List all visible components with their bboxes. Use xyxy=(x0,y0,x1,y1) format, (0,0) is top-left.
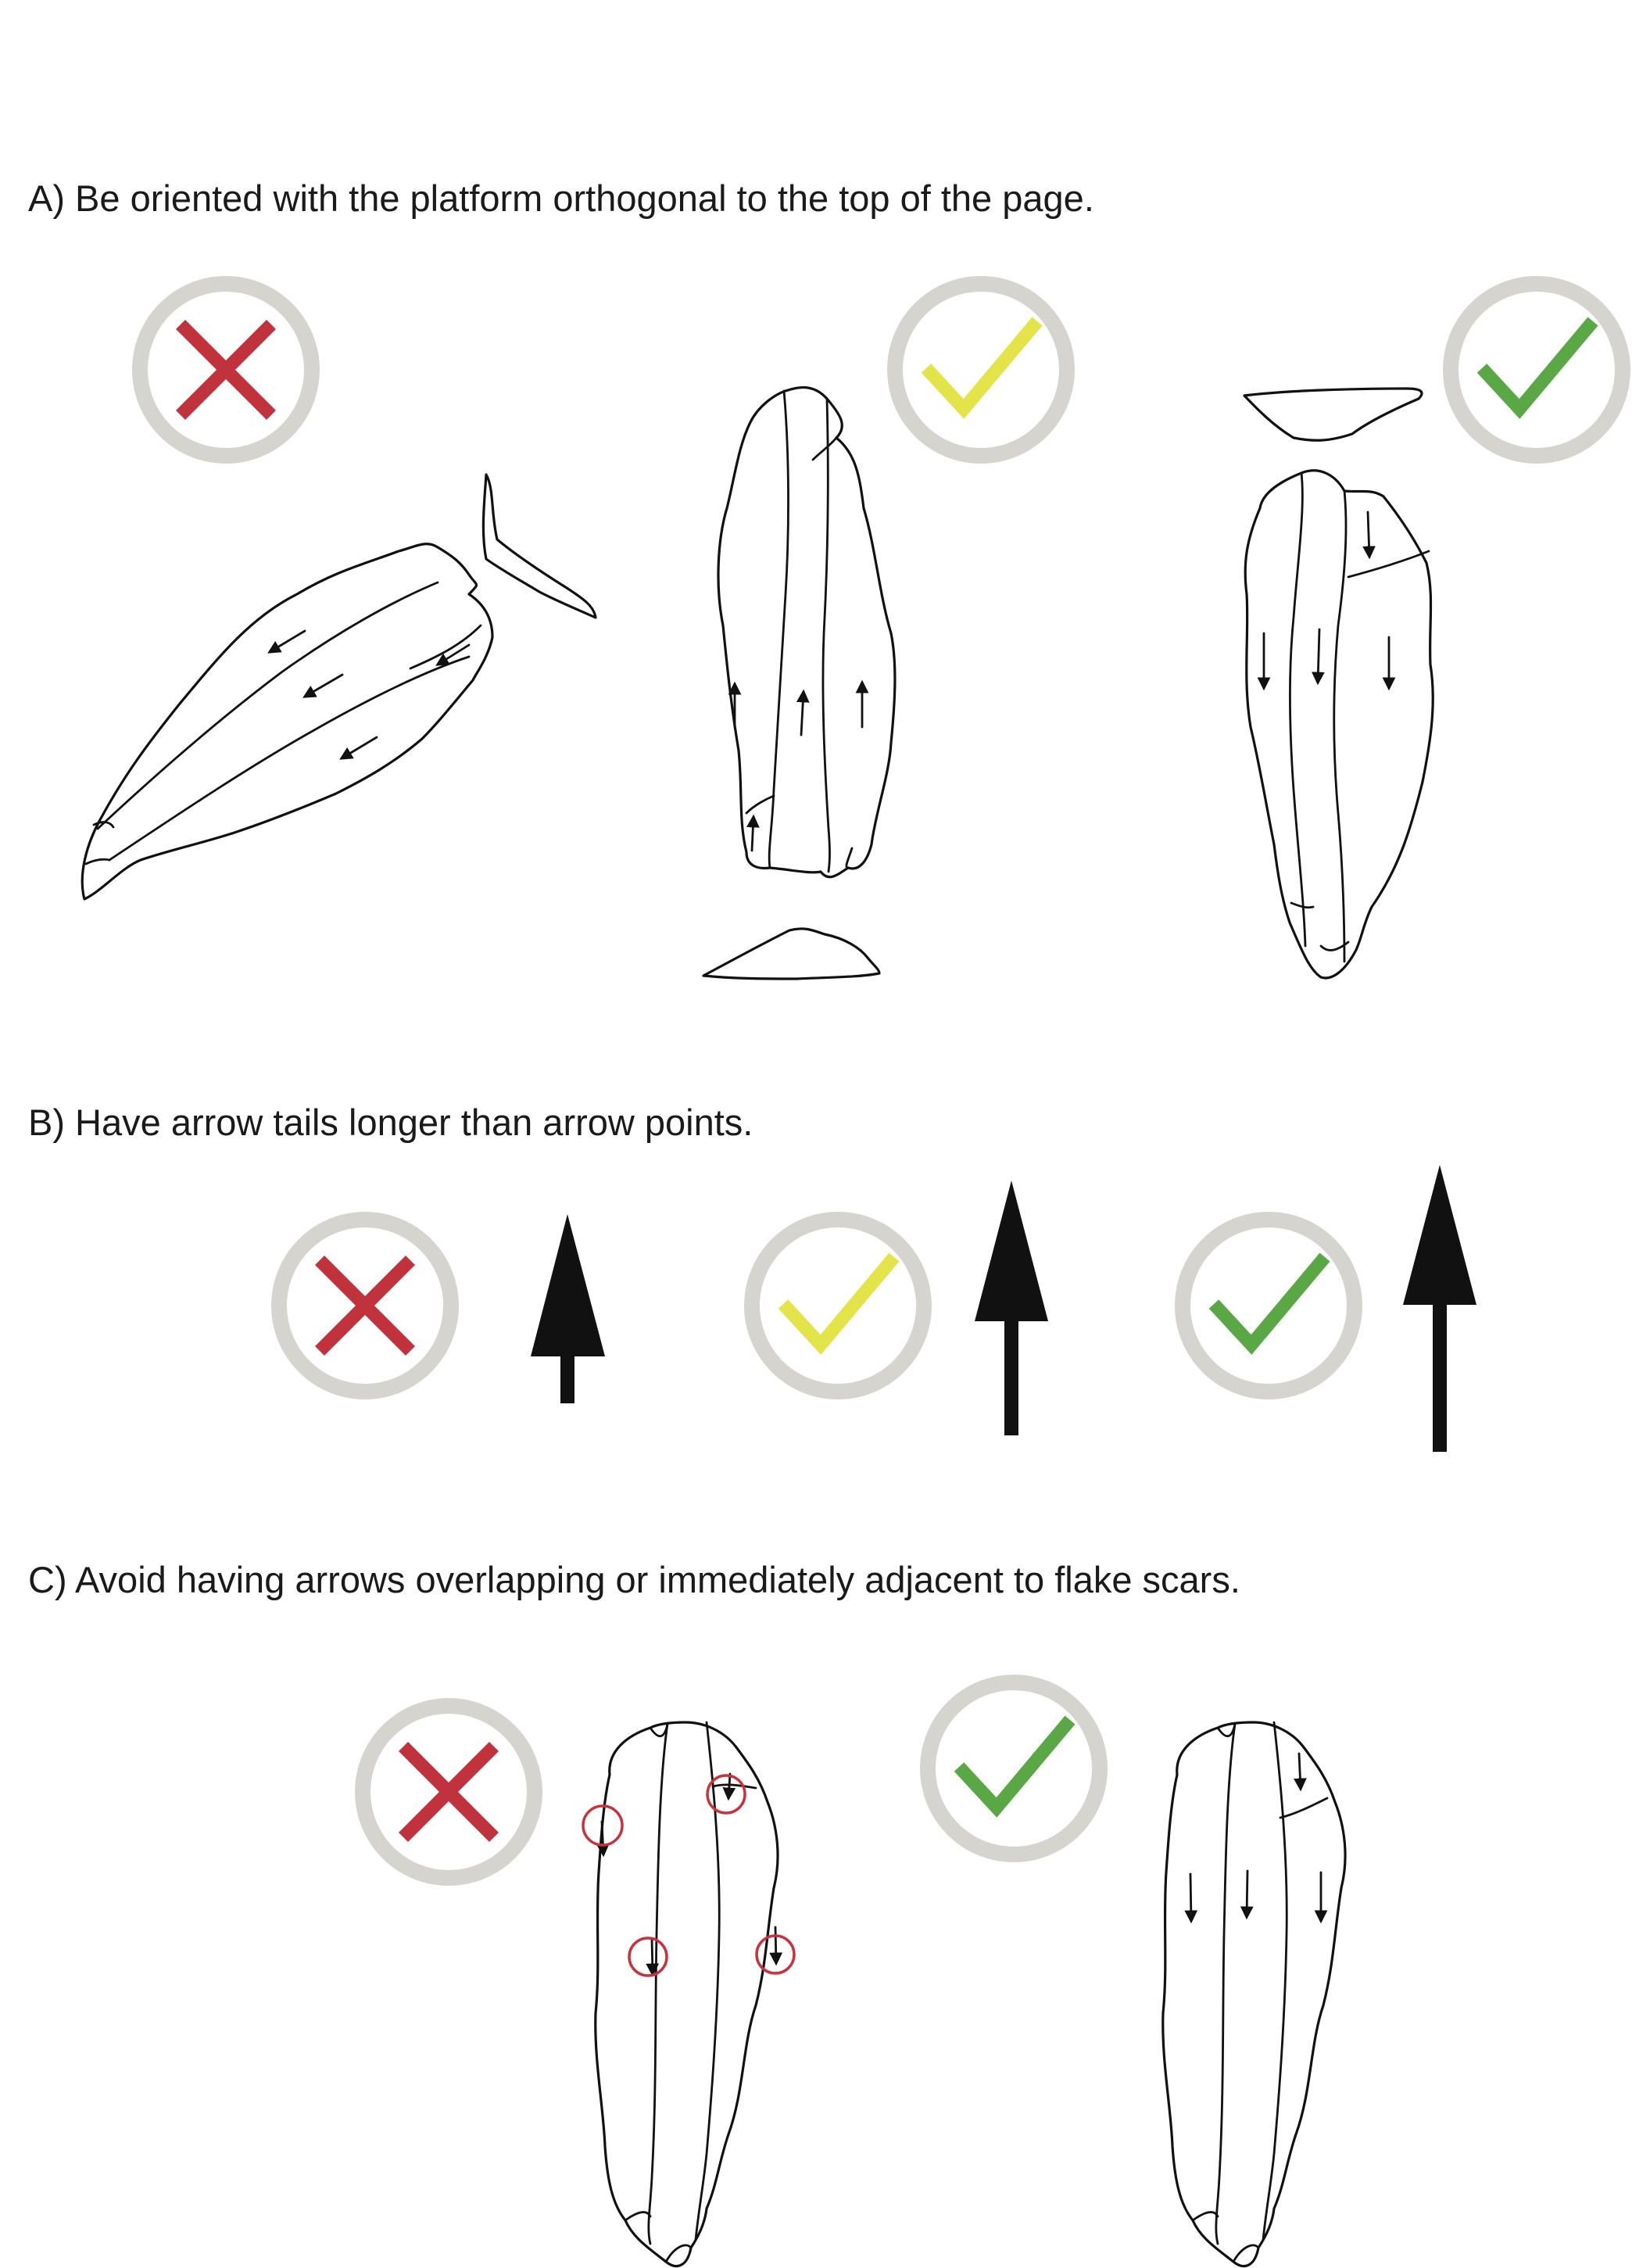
arrow-longest-tail xyxy=(1403,1165,1476,1452)
check-icon xyxy=(1482,321,1593,409)
section-a-caption: A) Be oriented with the platform orthogo… xyxy=(28,177,1094,219)
cross-icon xyxy=(403,1747,494,1837)
check-icon xyxy=(959,1720,1070,1808)
check-icon xyxy=(1214,1257,1325,1345)
section-c-caption: C) Avoid having arrows overlapping or im… xyxy=(28,1559,1240,1600)
check-icon xyxy=(783,1257,894,1345)
highlight-circle xyxy=(628,1937,668,1977)
badge-correct-b xyxy=(1175,1212,1362,1399)
flake-inverted xyxy=(702,386,897,980)
badge-acceptable-a xyxy=(887,276,1075,464)
flake-good-arrows xyxy=(1161,1721,1347,2268)
badge-incorrect-c xyxy=(355,1698,542,1886)
flake-correct xyxy=(1243,387,1434,980)
check-icon xyxy=(926,321,1037,409)
badge-correct-a xyxy=(1443,276,1630,464)
badge-correct-c xyxy=(920,1675,1108,1862)
section-b-caption: B) Have arrow tails longer than arrow po… xyxy=(28,1102,753,1143)
flake-tilted xyxy=(81,473,597,901)
highlight-circle xyxy=(582,1804,624,1847)
flake-bad-arrows xyxy=(582,1721,796,2268)
arrow-long-tail xyxy=(975,1181,1048,1435)
badge-acceptable-b xyxy=(744,1212,932,1399)
cross-icon xyxy=(320,1260,410,1351)
cross-icon xyxy=(181,324,271,415)
highlight-circle xyxy=(706,1774,746,1815)
badge-incorrect-b xyxy=(271,1212,459,1399)
arrow-short-tail xyxy=(531,1214,605,1403)
badge-incorrect-a xyxy=(132,276,320,464)
highlight-circle xyxy=(755,1934,796,1975)
